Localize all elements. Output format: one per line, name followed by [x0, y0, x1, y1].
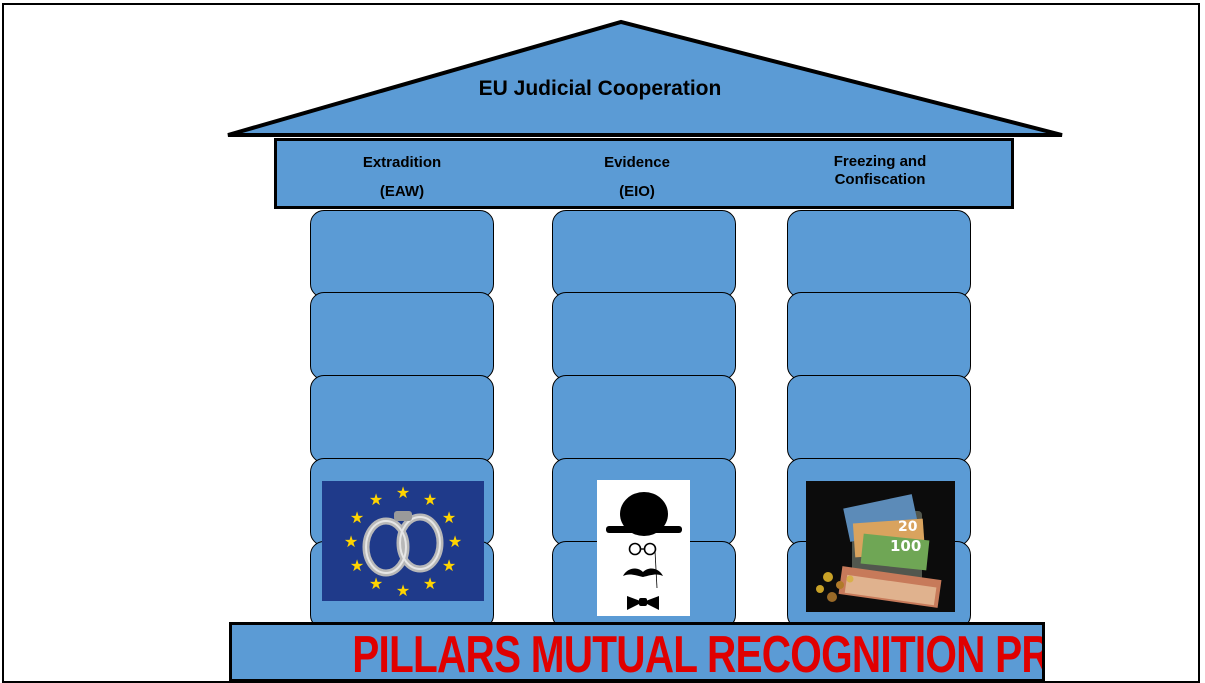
pillar-heading-line2: (EAW): [379, 183, 425, 200]
base-banner: PILLARS MUTUAL RECOGNITION PRINCIPLE: [229, 622, 1045, 682]
pillar-heading-line1: Freezing and: [833, 153, 927, 170]
pillar-block: [310, 210, 494, 298]
base-banner-text: PILLARS MUTUAL RECOGNITION PRINCIPLE: [352, 626, 1045, 682]
pillar-heading-line2: (EIO): [619, 183, 655, 200]
svg-text:★: ★: [448, 532, 462, 551]
svg-text:★: ★: [396, 483, 410, 502]
detective-image: [597, 480, 690, 616]
svg-text:★: ★: [350, 556, 364, 575]
roof-title: EU Judicial Cooperation: [478, 77, 722, 100]
pillar-block: [552, 375, 736, 463]
svg-text:★: ★: [423, 574, 437, 593]
pillar-heading-freezing: Freezing and Confiscation: [788, 153, 972, 189]
pillar-heading-evidence: Evidence (EIO): [545, 148, 729, 206]
svg-text:100: 100: [890, 537, 921, 555]
pillar-block: [310, 375, 494, 463]
pillar-heading-extradition: Extradition (EAW): [310, 148, 494, 206]
svg-text:★: ★: [344, 532, 358, 551]
pillar-heading-line2: Confiscation: [834, 171, 926, 188]
svg-text:★: ★: [423, 490, 437, 509]
pillar-block: [787, 375, 971, 463]
pillar-block: [552, 210, 736, 298]
svg-text:★: ★: [369, 490, 383, 509]
pillar-block: [787, 210, 971, 298]
pillar-block: [310, 292, 494, 380]
euro-money-image: 20 100: [806, 481, 955, 612]
svg-text:★: ★: [442, 556, 456, 575]
pillar-heading-line1: Evidence: [604, 154, 670, 171]
pillar-block: [787, 292, 971, 380]
roof-triangle: [227, 19, 1063, 137]
pillar-block: [552, 292, 736, 380]
svg-text:★: ★: [442, 508, 456, 527]
svg-text:★: ★: [350, 508, 364, 527]
eu-flag-handcuffs-image: ★ ★ ★ ★ ★ ★ ★ ★ ★ ★ ★ ★: [322, 481, 484, 601]
svg-text:★: ★: [369, 574, 383, 593]
architrave-beam: [274, 138, 1014, 209]
pillar-heading-line1: Extradition: [362, 154, 442, 171]
svg-text:20: 20: [898, 519, 918, 535]
svg-text:★: ★: [396, 581, 410, 600]
